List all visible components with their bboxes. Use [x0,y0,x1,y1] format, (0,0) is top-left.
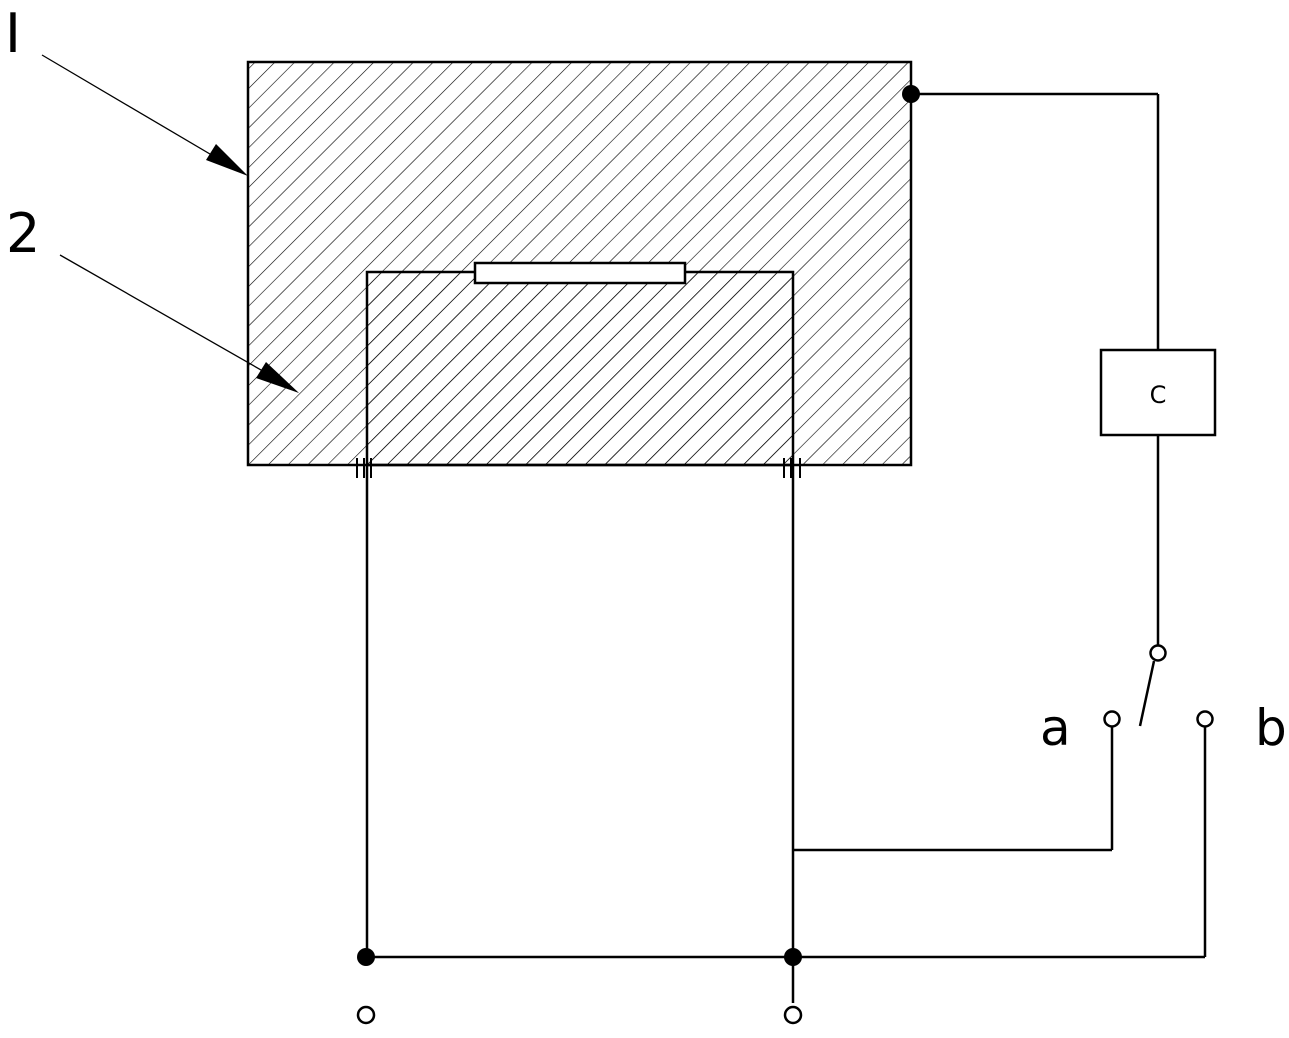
output-terminal-right [783,1005,803,1025]
junction-dot-bottom-right [784,948,802,966]
part-1-arrowhead [206,144,248,176]
component-c-box [1099,348,1217,437]
part-2-arrowhead [256,362,299,393]
terminal-b-label: b [1255,699,1287,757]
right-feedthrough-marks [783,458,801,478]
switch-pivot-terminal [1149,644,1167,662]
terminal-a-label: a [1040,699,1071,757]
junction-dot-top-right [902,85,920,103]
output-terminal-left [356,1005,376,1025]
part-1-leader-line [41,54,233,168]
terminal-b [1196,710,1214,728]
part-2-label: 2 [6,202,40,265]
left-feedthrough-marks [356,458,372,478]
part-2-leader-line [59,254,283,383]
terminal-a [1103,710,1121,728]
junction-dot-bottom-left [357,948,375,966]
switch-blade[interactable] [1138,660,1156,727]
part-1-label: I [5,2,21,65]
inner-region [365,270,795,467]
component-c-label: C [1150,381,1167,409]
heating-strip [473,261,687,285]
